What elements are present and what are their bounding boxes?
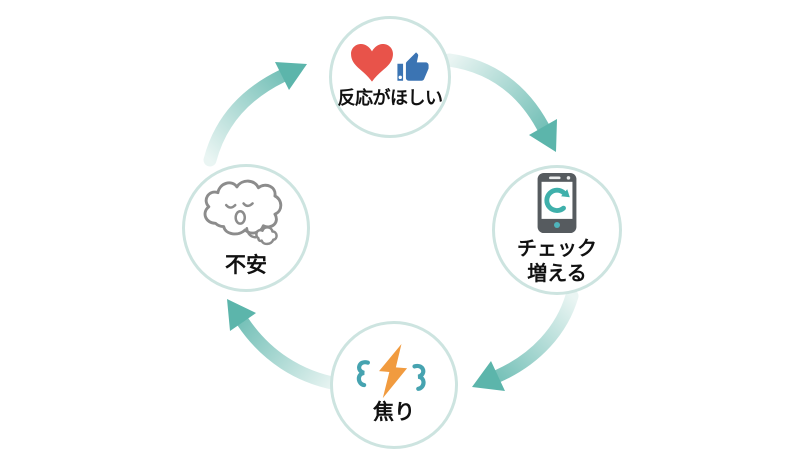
- arrow-left-to-top: [203, 62, 307, 167]
- reaction-icons: [350, 44, 430, 82]
- node-label: 不安: [225, 253, 267, 277]
- arrow-bottom-to-left: [227, 299, 344, 391]
- thumbs-up-icon: [396, 52, 429, 81]
- node-anxiety: 不安: [182, 164, 310, 292]
- node-label: 反応がほしい: [337, 88, 444, 109]
- arrow-top-to-right: [442, 53, 557, 152]
- arrow-right-to-bottom: [472, 289, 579, 391]
- node-checking-increases: チェック 増える: [492, 165, 622, 295]
- node-label-line1: チェック: [517, 238, 597, 260]
- node-label-line2: 増える: [527, 263, 587, 285]
- sighing-cloud-icon: [203, 179, 283, 246]
- node-impatience: 焦り: [330, 321, 458, 449]
- heart-icon: [350, 44, 393, 82]
- smartphone-refresh-icon: [537, 173, 577, 233]
- node-label: 焦り: [373, 400, 415, 424]
- stress-lightning-icon: [356, 343, 426, 399]
- node-want-reactions: 反応がほしい: [329, 16, 451, 138]
